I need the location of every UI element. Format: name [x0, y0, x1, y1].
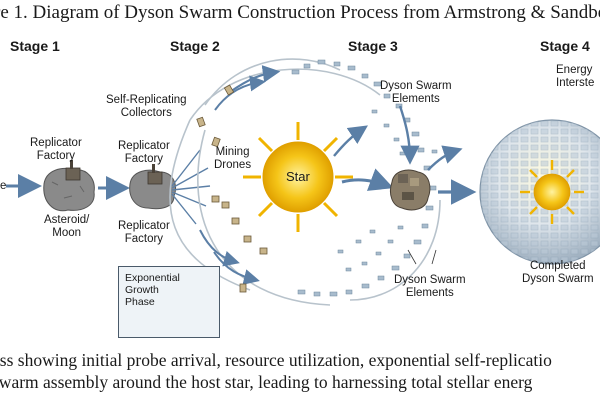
replicator-factory-2-label: Replicator Factory: [118, 140, 170, 165]
swarm-factory-cluster: [389, 169, 431, 211]
self-replicating-collectors-label: Self-Replicating Collectors: [106, 94, 187, 119]
stage-1-asteroid: [43, 160, 95, 212]
swarm-elements-top-label: Dyson Swarm Elements: [380, 80, 452, 105]
stage-3-label: Stage 3: [348, 38, 398, 54]
probe-label-fragment: e: [0, 180, 7, 192]
stage-4-label: Stage 4: [540, 38, 590, 54]
completed-dyson-sphere: [479, 119, 600, 265]
replicator-factory-1-label: Replicator Factory: [30, 137, 82, 162]
completed-dyson-swarm-label: Completed Dyson Swarm: [522, 260, 594, 285]
stage-3-arrows: [333, 105, 477, 205]
stage-2-label: Stage 2: [170, 38, 220, 54]
orbit-arcs: [169, 58, 441, 306]
mining-drones-label: Mining Drones: [214, 146, 252, 171]
stage-1-label: Stage 1: [10, 38, 60, 54]
caption-line-1: ess showing initial probe arrival, resou…: [0, 350, 552, 370]
swarm-elements-bottom-label: Dyson Swarm Elements: [394, 274, 466, 299]
launch-lines: [171, 149, 211, 225]
exponential-growth-label: Exponential Growth Phase: [125, 272, 180, 308]
star: [243, 122, 353, 232]
star-to-swarm-arrow: [341, 168, 394, 191]
replicator-factory-3-label: Replicator Factory: [118, 220, 170, 245]
energy-interstellar-label-fragment: Energy Interste: [556, 64, 595, 89]
swarm-elements: [291, 59, 438, 297]
stage-2-asteroid: [129, 164, 176, 210]
caption-line-2: swarm assembly around the host star, lea…: [0, 372, 533, 392]
star-label: Star: [286, 169, 310, 184]
exponential-growth-inset: Exponential Growth Phase: [118, 266, 220, 338]
orbit-arrows: [199, 65, 281, 285]
figure-title: re 1. Diagram of Dyson Swarm Constructio…: [0, 2, 600, 23]
collector-probes: [196, 84, 268, 293]
asteroid-moon-label: Asteroid/ Moon: [44, 214, 90, 239]
